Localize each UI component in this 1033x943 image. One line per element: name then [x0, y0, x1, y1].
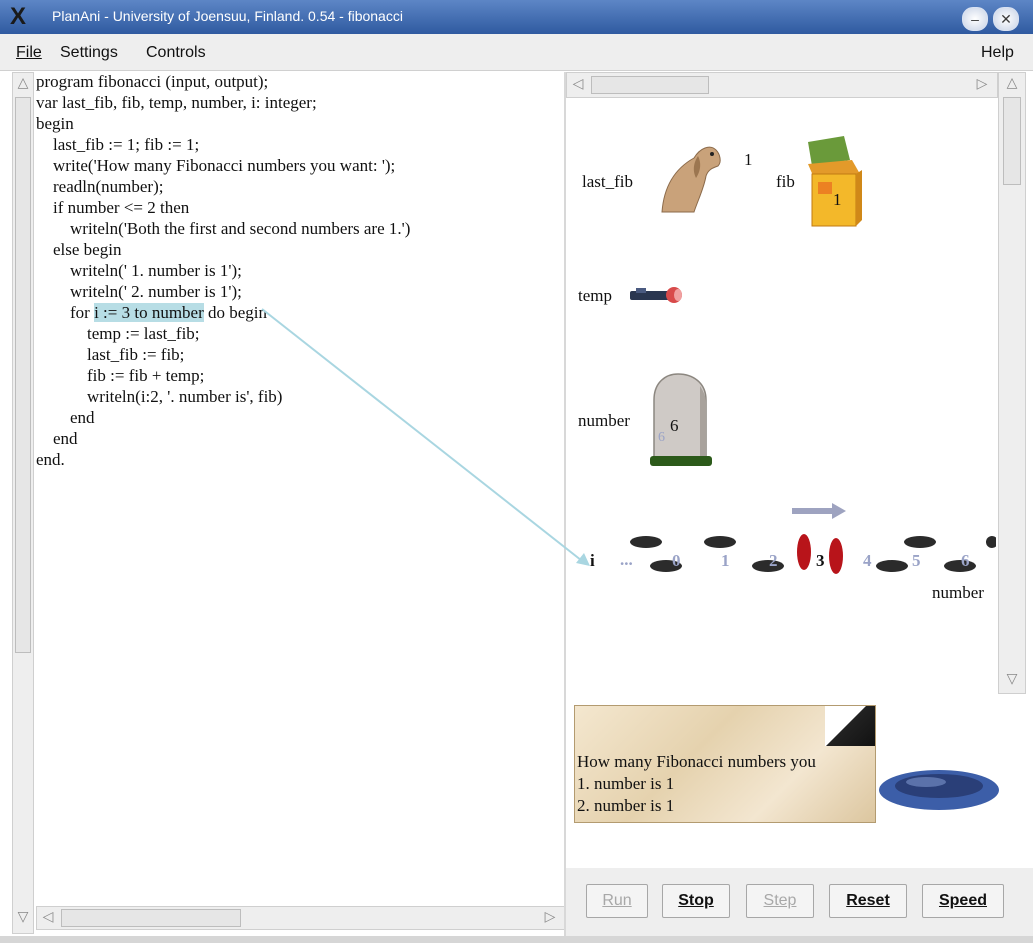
footstep-label: 0 [672, 551, 681, 570]
code-line: end. [36, 450, 65, 469]
var-label-number: number [578, 411, 630, 430]
flashlight-icon [630, 287, 682, 303]
run-button[interactable]: Run [586, 884, 648, 918]
animation-horizontal-scrollbar[interactable]: ◁ ▷ [566, 72, 998, 98]
step-direction-arrow-icon [792, 503, 846, 519]
code-line: fib := fib + temp; [36, 366, 205, 385]
code-line: else begin [36, 240, 122, 259]
menu-help[interactable]: Help [981, 44, 1014, 62]
minimize-button[interactable]: – [962, 7, 988, 31]
scroll-right-icon[interactable]: ▷ [976, 76, 988, 92]
input-plate-icon [879, 770, 999, 810]
code-hscroll-thumb[interactable] [61, 909, 241, 927]
var-label-last-fib: last_fib [582, 172, 633, 191]
code-line: writeln(' 1. number is 1'); [36, 261, 242, 280]
menu-file[interactable]: File [16, 44, 42, 62]
app-logo-icon: X [10, 3, 27, 30]
code-line: temp := last_fib; [36, 324, 200, 343]
code-line: readln(number); [36, 177, 164, 196]
step-button[interactable]: Step [746, 884, 814, 918]
i-ellipsis: ... [620, 550, 633, 569]
scroll-up-icon[interactable]: △ [1006, 75, 1018, 91]
footstep-label: 1 [721, 551, 730, 570]
output-line: 2. number is 1 [577, 796, 675, 815]
code-line: writeln(i:2, '. number is', fib) [36, 387, 283, 406]
scroll-down-icon[interactable]: ▽ [1006, 671, 1018, 687]
scroll-right-icon[interactable]: ▷ [544, 909, 556, 925]
code-line: if number <= 2 then [36, 198, 190, 217]
var-label-temp: temp [578, 286, 612, 305]
code-vertical-scrollbar[interactable]: △ ▽ [12, 72, 34, 934]
code-line: last_fib := 1; fib := 1; [36, 135, 200, 154]
animation-vscroll-thumb[interactable] [1003, 97, 1021, 185]
code-line: write('How many Fibonacci numbers you wa… [36, 156, 396, 175]
code-line: last_fib := fib; [36, 345, 185, 364]
menu-settings-label: Settings [60, 44, 118, 61]
code-line: writeln(' 2. number is 1'); [36, 282, 242, 301]
number-ghost-value: 6 [658, 430, 665, 445]
code-line: end [36, 429, 78, 448]
scroll-left-icon[interactable]: ◁ [572, 76, 584, 92]
number-value: 6 [670, 416, 679, 435]
footstep-label-current: 3 [816, 551, 825, 570]
fib-value: 1 [833, 190, 842, 209]
code-line: writeln('Both the first and second numbe… [36, 219, 411, 238]
tombstone-icon [650, 373, 712, 466]
animation-vertical-scrollbar[interactable]: △ ▽ [998, 72, 1026, 694]
footstep-label: 6 [961, 551, 970, 570]
code-line: end [36, 408, 95, 427]
code-horizontal-scrollbar[interactable]: ◁ ▷ [36, 906, 566, 930]
footstep-label: 2 [769, 551, 778, 570]
code-line-current: for i := 3 to number do begin [36, 303, 267, 323]
menu-help-label: Help [981, 44, 1014, 61]
menu-file-label: File [16, 44, 42, 61]
footsteps-row [630, 534, 996, 574]
menu-settings[interactable]: Settings [60, 44, 118, 62]
scroll-left-icon[interactable]: ◁ [42, 909, 54, 925]
i-limit-label: number [932, 583, 984, 602]
code-line-suffix: do begin [203, 303, 268, 322]
speed-button[interactable]: Speed [922, 884, 1004, 918]
code-view[interactable]: program fibonacci (input, output); var l… [36, 72, 564, 902]
last-fib-value: 1 [744, 150, 753, 169]
menu-controls-label: Controls [146, 44, 206, 61]
menu-controls[interactable]: Controls [146, 44, 206, 62]
footstep-label: 5 [912, 551, 921, 570]
animation-area: last_fib 1 fib 1 temp number 6 6 i ... [566, 96, 996, 692]
code-line: program fibonacci (input, output); [36, 72, 269, 91]
code-highlight: i := 3 to number [94, 303, 204, 322]
output-paper: How many Fibonacci numbers you 1. number… [574, 705, 876, 823]
close-button[interactable]: ✕ [993, 7, 1019, 31]
speed-button-label: Speed [938, 892, 987, 909]
output-line: How many Fibonacci numbers you [577, 752, 816, 771]
dog-icon [661, 146, 721, 213]
box-icon [808, 136, 862, 227]
pane-splitter[interactable] [564, 72, 566, 943]
stop-button-label: Stop [678, 892, 714, 909]
code-scroll-thumb[interactable] [15, 97, 31, 653]
reset-button-label: Reset [846, 892, 890, 909]
var-label-fib: fib [776, 172, 795, 191]
menu-bar: File Settings Controls Help [0, 34, 1033, 71]
output-line: 1. number is 1 [577, 774, 675, 793]
animation-hscroll-thumb[interactable] [591, 76, 709, 94]
code-line: var last_fib, fib, temp, number, i: inte… [36, 93, 317, 112]
var-label-i: i [590, 551, 595, 570]
title-bar[interactable]: X PlanAni - University of Joensuu, Finla… [0, 0, 1033, 34]
paper-curl [825, 706, 875, 746]
control-button-bar: Run Stop Step Reset Speed [566, 868, 1033, 943]
window-title: PlanAni - University of Joensuu, Finland… [52, 8, 403, 24]
step-button-label: Step [763, 892, 797, 909]
run-button-label: Run [602, 892, 632, 909]
scroll-down-icon[interactable]: ▽ [17, 909, 29, 925]
code-line-prefix: for [36, 303, 95, 322]
code-line: begin [36, 114, 74, 133]
window-bottom-border [0, 936, 1033, 943]
scroll-up-icon[interactable]: △ [17, 75, 29, 91]
stop-button[interactable]: Stop [662, 884, 730, 918]
footstep-label: 4 [863, 551, 872, 570]
reset-button[interactable]: Reset [829, 884, 907, 918]
